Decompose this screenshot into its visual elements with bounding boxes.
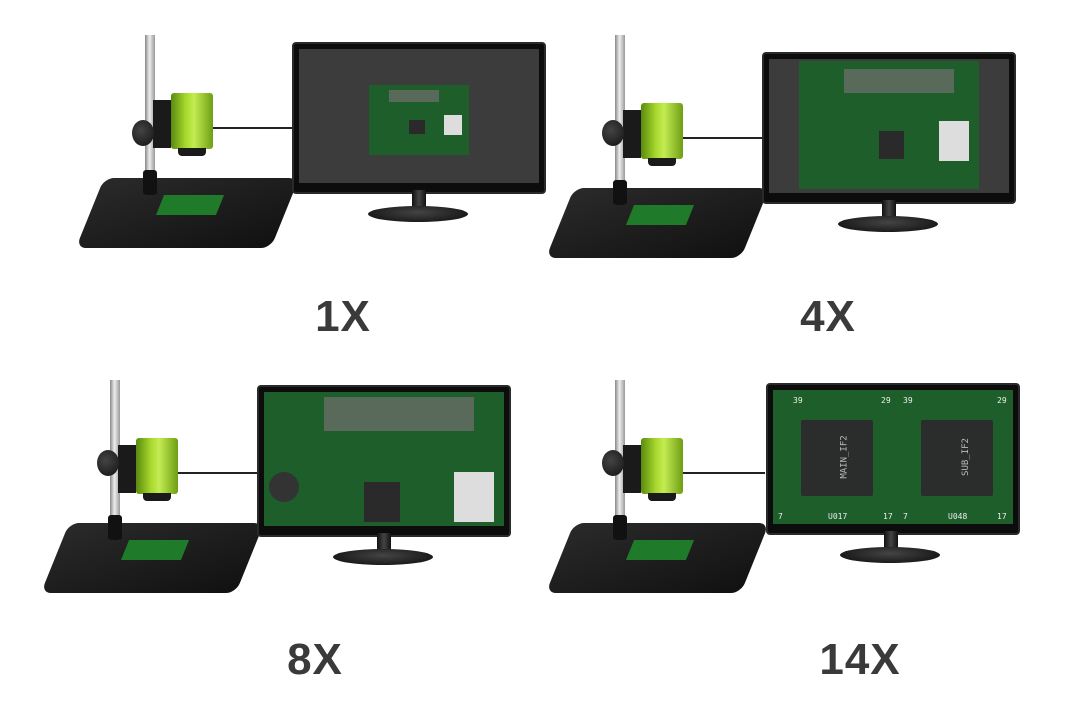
video-cable [213, 127, 295, 129]
video-cable [178, 472, 260, 474]
focus-knob [602, 120, 624, 146]
pin-number: 7 [778, 512, 783, 521]
magnification-label: 4X [800, 292, 856, 341]
pcb-image [799, 61, 979, 189]
monitor-screen [264, 392, 504, 526]
camera-body [171, 93, 213, 149]
monitor: MAIN_IF2 SUB_IF2 39 29 39 29 7 U017 17 7… [766, 383, 1020, 535]
pcb-chip [879, 131, 904, 159]
video-cable [683, 137, 765, 139]
sample-pcb [120, 540, 190, 560]
monitor-screen [769, 59, 1009, 193]
chip-label: MAIN_IF2 [839, 435, 850, 479]
pcb-chip [844, 69, 954, 93]
focus-knob [602, 450, 624, 476]
pcb-chip [389, 90, 439, 102]
monitor-screen [299, 49, 539, 183]
video-cable [683, 472, 765, 474]
monitor-stand [368, 206, 468, 222]
monitor-stand [840, 547, 940, 563]
stand-collar [613, 515, 627, 540]
camera-lens [648, 493, 676, 501]
stand-collar [108, 515, 122, 540]
ref-designator: U017 [828, 512, 848, 521]
pin-number: 29 [881, 396, 891, 405]
pcb-chip [364, 482, 400, 522]
magnification-label: 14X [819, 635, 901, 684]
pcb-chip [939, 121, 969, 161]
stand-pole [615, 35, 625, 205]
pin-number: 39 [903, 396, 913, 405]
pcb-chip [409, 120, 425, 134]
panel-14x: MAIN_IF2 SUB_IF2 39 29 39 29 7 U017 17 7… [470, 345, 1020, 697]
sample-pcb [625, 540, 695, 560]
stand-pole [145, 35, 155, 195]
panel-8x: 8X [0, 345, 511, 697]
camera-body [641, 438, 683, 494]
ref-designator: U048 [948, 512, 968, 521]
pin-number: 17 [883, 512, 893, 521]
camera-bracket [623, 445, 641, 493]
camera-bracket [118, 445, 136, 493]
camera-lens [178, 148, 206, 156]
main-if2-chip: MAIN_IF2 [801, 420, 873, 496]
camera-lens [143, 493, 171, 501]
chip-label: SUB_IF2 [960, 438, 971, 476]
monitor [257, 385, 511, 537]
pin-number: 7 [903, 512, 908, 521]
pin-number: 29 [997, 396, 1007, 405]
camera-body [641, 103, 683, 159]
sub-if2-chip: SUB_IF2 [921, 420, 993, 496]
pcb-chip [444, 115, 462, 135]
pcb-image [369, 85, 469, 155]
monitor [762, 52, 1016, 204]
camera-bracket [153, 100, 171, 148]
pin-number: 17 [997, 512, 1007, 521]
focus-knob [132, 120, 154, 146]
stand-collar [613, 180, 627, 205]
pcb-chip [269, 472, 299, 502]
panel-1x: 1X [0, 0, 546, 352]
pcb-image [264, 392, 504, 526]
stand-collar [143, 170, 157, 195]
camera-bracket [623, 110, 641, 158]
magnification-label: 1X [315, 292, 371, 341]
pcb-chip [454, 472, 494, 522]
camera-lens [648, 158, 676, 166]
camera-body [136, 438, 178, 494]
focus-knob [97, 450, 119, 476]
sample-pcb [155, 195, 225, 215]
pin-number: 39 [793, 396, 803, 405]
sample-pcb [625, 205, 695, 225]
pcb-chip [324, 397, 474, 431]
monitor-stand [333, 549, 433, 565]
panel-4x: 4X [470, 10, 1016, 362]
monitor [292, 42, 546, 194]
monitor-screen: MAIN_IF2 SUB_IF2 39 29 39 29 7 U017 17 7… [773, 390, 1013, 524]
magnification-label: 8X [287, 635, 343, 684]
monitor-stand [838, 216, 938, 232]
